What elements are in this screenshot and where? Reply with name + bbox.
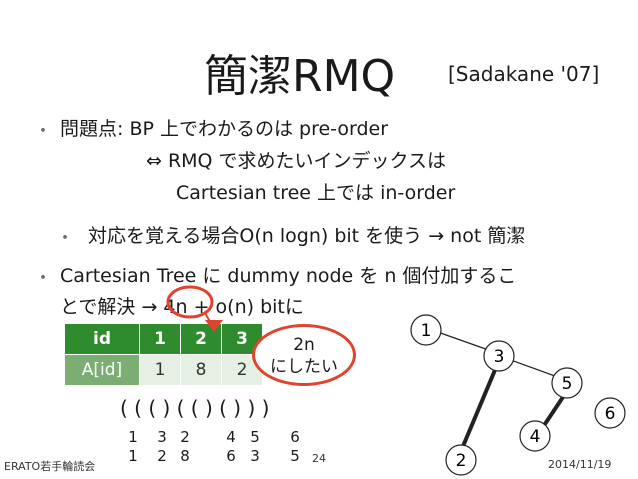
- array-value-cell: 8: [180, 354, 222, 386]
- bullet-marker: ・: [56, 228, 74, 249]
- paren-value: 8: [180, 447, 190, 465]
- paren-index: 2: [180, 428, 190, 446]
- tree-node-label: 3: [494, 347, 505, 367]
- tree-node: 5: [551, 367, 583, 399]
- bullet-3-text: Cartesian Tree に dummy node を n 個付加するこ: [60, 265, 517, 287]
- paren-column: 5 3: [248, 428, 262, 466]
- array-header-cell: 2: [180, 323, 222, 355]
- tree-node-label: 6: [605, 404, 616, 424]
- paren-value: 2: [157, 447, 167, 465]
- footer-event: ERATO若手輪読会: [4, 460, 96, 473]
- tree-node: 3: [483, 340, 515, 372]
- bullet-1-text: 問題点: BP 上でわかるのは pre-order: [60, 118, 389, 140]
- tree-edge-heavy: [459, 369, 497, 452]
- tree-node: 2: [445, 444, 477, 476]
- paren-value: 1: [128, 447, 138, 465]
- tree-node: 6: [594, 397, 626, 429]
- array-table: id 1 2 3 A[id] 1 8 2: [64, 323, 263, 386]
- footer-date: 2014/11/19: [548, 458, 612, 471]
- paren-index: 5: [250, 428, 260, 446]
- tree-node-label: 4: [530, 427, 541, 447]
- paren-column: 1 1: [126, 428, 140, 466]
- bullet-marker: ・: [34, 268, 52, 289]
- paren-column: 2 8: [178, 428, 192, 466]
- array-value-cell: 1: [139, 354, 181, 386]
- continuation-line-2: Cartesian tree 上では in-order: [176, 182, 456, 204]
- array-header-cell: 1: [139, 323, 181, 355]
- paren-value: 5: [290, 447, 300, 465]
- paren-value: 6: [226, 447, 236, 465]
- tree-node-label: 2: [456, 451, 467, 471]
- array-value-row: A[id] 1 8 2: [64, 354, 263, 386]
- tree-node-label: 1: [421, 321, 432, 341]
- paren-index: 4: [226, 428, 236, 446]
- tree-node: 1: [410, 314, 442, 346]
- bullet-2-text: 対応を覚える場合O(n logn) bit を使う → not 簡潔: [88, 225, 526, 247]
- paren-index: 1: [128, 428, 138, 446]
- callout-line-1: 2n: [293, 335, 315, 355]
- bp-sequence: ( ( ( ) ( ( ) ( ) ) ): [120, 396, 270, 420]
- paren-column: 3 2: [155, 428, 169, 466]
- slide-title: 簡潔RMQ: [204, 51, 396, 102]
- paren-column: 6 5: [288, 428, 302, 466]
- continuation-line-1: ⇔ RMQ で求めたいインデックスは: [146, 150, 446, 172]
- tree-node: 4: [519, 420, 551, 452]
- tree-node-label: 5: [562, 374, 573, 394]
- highlight-circle: [166, 285, 214, 319]
- continuation-line-3: とで解決 → 4n + o(n) bitに: [60, 296, 304, 318]
- paren-value: 3: [250, 447, 260, 465]
- bullet-marker: ・: [34, 121, 52, 142]
- pointer-arrowhead: [205, 320, 223, 332]
- paren-index: 6: [290, 428, 300, 446]
- array-header-row: id 1 2 3: [64, 323, 263, 355]
- array-value-cell: A[id]: [64, 354, 140, 386]
- footer-page-number: 24: [312, 452, 326, 465]
- callout-bubble: 2n にしたい: [252, 324, 356, 386]
- tree-edge-heavy: [541, 395, 565, 429]
- citation: [Sadakane '07]: [448, 62, 600, 86]
- paren-column: 4 6: [224, 428, 238, 466]
- paren-index: 3: [157, 428, 167, 446]
- callout-line-2: にしたい: [270, 357, 338, 377]
